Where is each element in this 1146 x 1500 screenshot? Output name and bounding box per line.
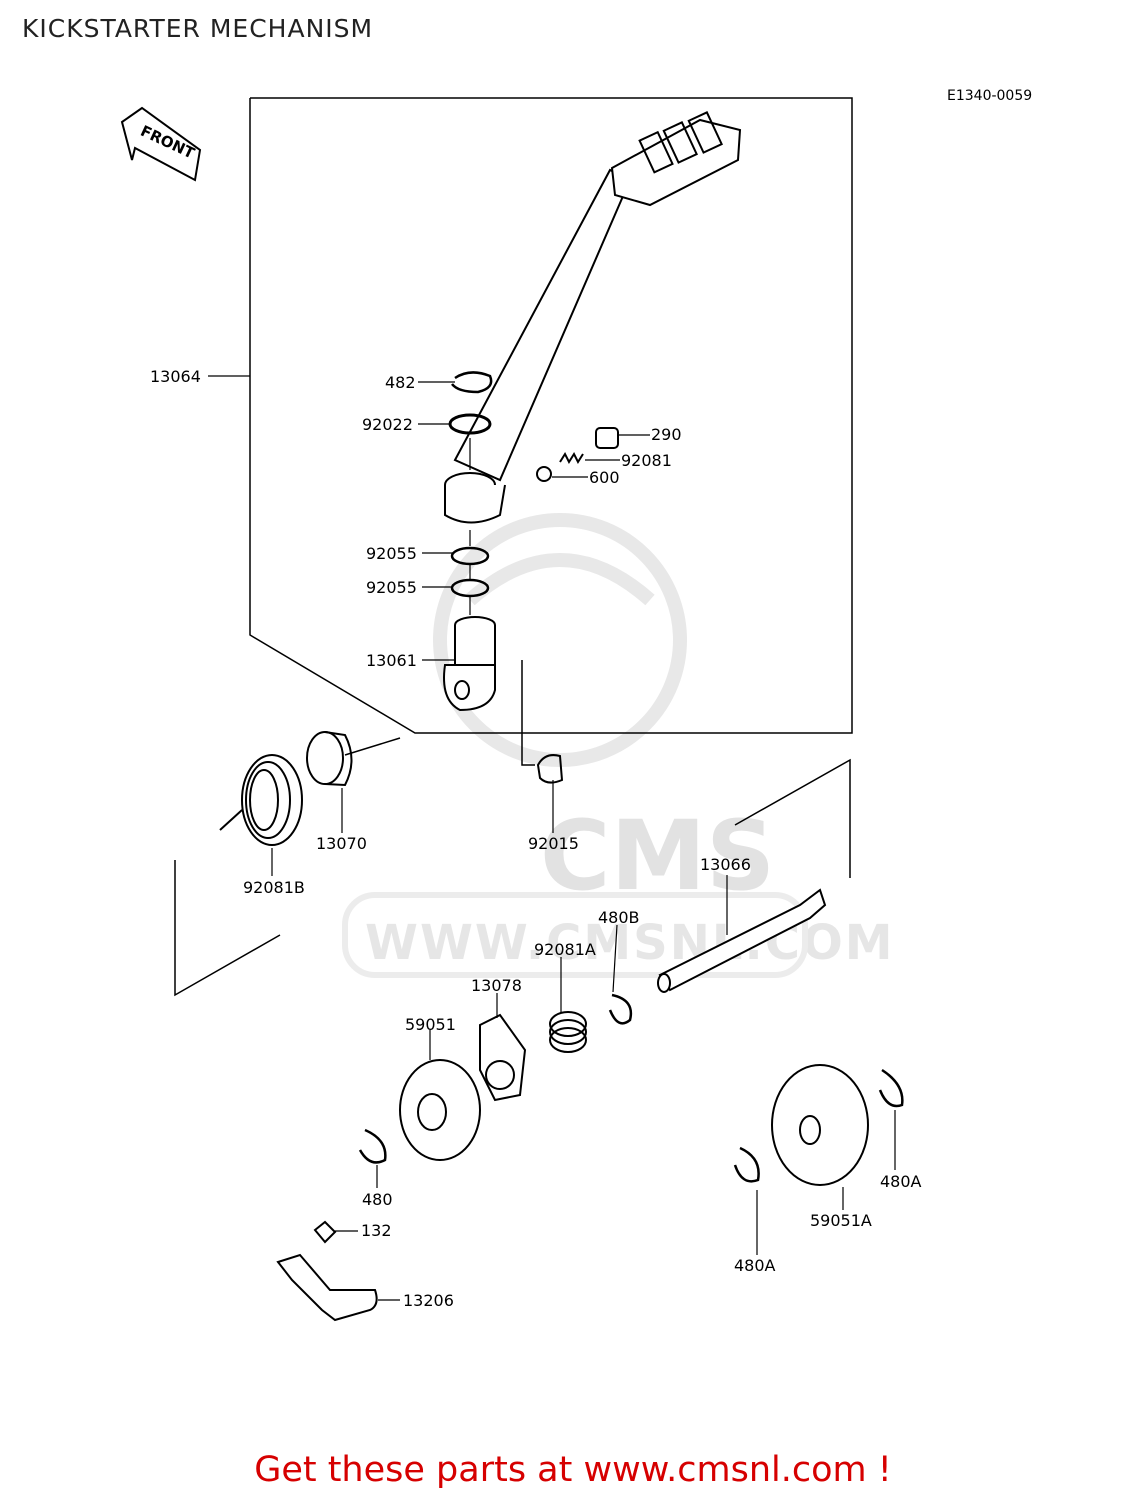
promo-link[interactable]: Get these parts at www.cmsnl.com ! xyxy=(254,1450,892,1490)
gear-59051 xyxy=(399,1059,481,1161)
page-title: KICKSTARTER MECHANISM xyxy=(22,14,374,43)
ball-600 xyxy=(536,466,552,482)
kick-lever xyxy=(444,111,742,524)
leader-lines xyxy=(208,375,896,1301)
diagram-code: E1340-0059 xyxy=(947,88,1033,104)
callout-59051A: 59051A xyxy=(810,1211,872,1230)
front-arrow-icon: FRONT xyxy=(120,106,202,182)
clip-480A-right xyxy=(878,1068,904,1108)
bolt-290 xyxy=(595,427,619,449)
collar-13070 xyxy=(306,731,353,787)
nut-92015 xyxy=(536,754,564,784)
spring-92081 xyxy=(559,451,584,465)
spring-92081A xyxy=(549,1011,587,1053)
callout-480B: 480B xyxy=(598,908,640,927)
clip-480 xyxy=(358,1128,387,1164)
callout-92015: 92015 xyxy=(528,834,579,853)
callout-13066: 13066 xyxy=(700,855,751,874)
pin-132 xyxy=(313,1220,337,1244)
clip-482 xyxy=(451,371,493,394)
callout-13061: 13061 xyxy=(366,651,417,670)
watermark-banner xyxy=(342,892,808,978)
callout-13064: 13064 xyxy=(150,367,201,386)
clip-480A-left xyxy=(733,1146,760,1183)
sub-frame xyxy=(174,660,851,997)
callout-92022: 92022 xyxy=(362,415,413,434)
callout-480: 480 xyxy=(362,1190,393,1209)
callout-600: 600 xyxy=(589,468,620,487)
callout-59051: 59051 xyxy=(405,1015,456,1034)
shaft-13066 xyxy=(657,888,827,993)
ratchet-13078 xyxy=(479,1013,527,1102)
clip-480B xyxy=(608,993,633,1025)
callout-92081A: 92081A xyxy=(534,940,596,959)
callout-13078: 13078 xyxy=(471,976,522,995)
shaft-13061 xyxy=(443,616,496,712)
callout-92055-upper: 92055 xyxy=(366,544,417,563)
guide-13206 xyxy=(276,1253,378,1322)
callout-480A-right: 480A xyxy=(880,1172,922,1191)
callout-92081B: 92081B xyxy=(243,878,305,897)
callout-92081: 92081 xyxy=(621,451,672,470)
callout-482: 482 xyxy=(385,373,416,392)
callout-480A-left: 480A xyxy=(734,1256,776,1275)
spring-92081B xyxy=(219,754,303,846)
callout-13206: 13206 xyxy=(403,1291,454,1310)
callout-290: 290 xyxy=(651,425,682,444)
callout-13070: 13070 xyxy=(316,834,367,853)
callout-132: 132 xyxy=(361,1221,392,1240)
gear-59051A xyxy=(771,1064,869,1186)
callout-92055-lower: 92055 xyxy=(366,578,417,597)
assembly-frame xyxy=(249,97,853,734)
